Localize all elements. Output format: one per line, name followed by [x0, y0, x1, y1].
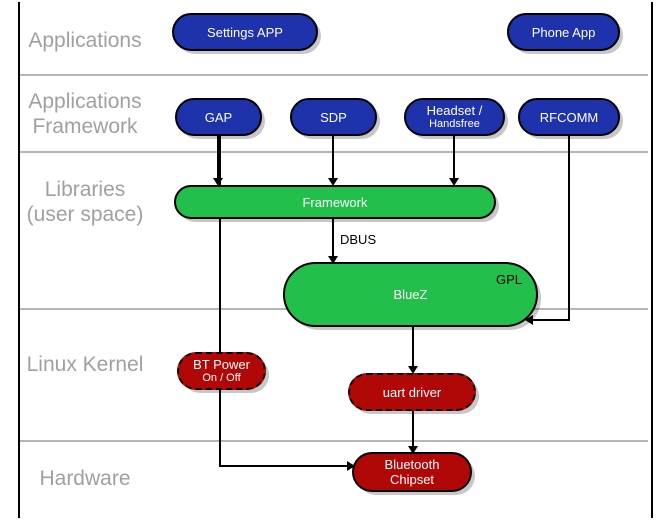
edge-gap-to-framework-line: [217, 136, 219, 183]
layer-label-linux-kernel: Linux Kernel: [26, 353, 144, 376]
node-bluetooth-chipset-label-line2: Chipset: [389, 472, 435, 487]
layer-label-libraries: Libraries (user space): [26, 178, 144, 226]
layer-label-hardware: Hardware: [39, 467, 131, 490]
node-framework-label: Framework: [302, 194, 368, 210]
node-rfcomm[interactable]: RFCOMM: [518, 98, 620, 136]
edge-gap-to-chipset-arrow: [347, 461, 355, 471]
edge-gap-to-chipset-vline: [219, 136, 221, 467]
edge-uart-to-chipset-arrow: [408, 446, 418, 454]
node-bt-power-label-line2: On / Off: [202, 372, 241, 384]
edge-gap-to-chipset-hline: [219, 465, 351, 467]
node-headset-label-line2: Handsfree: [429, 118, 480, 130]
node-bluez-label: BlueZ: [393, 287, 428, 302]
node-gap-label: GAP: [204, 109, 233, 125]
node-bluez[interactable]: GPL BlueZ: [283, 262, 538, 327]
edge-rfcomm-to-bluez-vline: [568, 136, 570, 321]
edge-bluez-to-uart-line: [412, 327, 414, 372]
node-bt-power-label-line1: BT Power: [193, 357, 250, 372]
edge-framework-to-bluez-arrow: [328, 256, 338, 264]
edge-rfcomm-to-bluez-arrow: [525, 315, 533, 325]
node-bluetooth-chipset[interactable]: Bluetooth Chipset: [352, 452, 472, 492]
node-uart-driver-label: uart driver: [382, 384, 442, 400]
node-headset-label-line1: Headset /: [426, 103, 483, 118]
node-rfcomm-label: RFCOMM: [539, 109, 599, 125]
diagram-frame: [18, 2, 653, 518]
edge-headset-to-framework-arrow: [449, 178, 459, 186]
edge-label-dbus: DBUS: [340, 232, 377, 247]
node-phone-app-label: Phone App: [531, 24, 596, 40]
divider-applications: [20, 74, 648, 76]
node-settings-app-label: Settings APP: [207, 24, 283, 40]
edge-bluez-to-uart-arrow: [408, 366, 418, 374]
layer-label-applications-framework: Applications Framework: [28, 90, 142, 138]
node-framework[interactable]: Framework: [174, 185, 496, 219]
node-bluez-gpl-tag: GPL: [495, 272, 522, 287]
node-headset-handsfree[interactable]: Headset / Handsfree: [404, 98, 505, 136]
node-sdp-label: SDP: [320, 109, 347, 125]
edge-gap-to-framework-arrow: [213, 178, 223, 186]
edge-sdp-to-framework-arrow: [328, 178, 338, 186]
edge-rfcomm-to-bluez-hline: [533, 319, 570, 321]
node-bluetooth-chipset-label-line1: Bluetooth: [384, 457, 440, 472]
edge-framework-to-bluez-line: [332, 218, 334, 263]
layer-label-applications: Applications: [28, 29, 142, 52]
node-settings-app[interactable]: Settings APP: [172, 13, 318, 51]
node-bt-power[interactable]: BT Power On / Off: [177, 352, 266, 390]
node-sdp[interactable]: SDP: [290, 98, 377, 136]
edge-uart-to-chipset-line: [412, 410, 414, 452]
node-uart-driver[interactable]: uart driver: [348, 373, 476, 411]
edge-headset-to-framework-line: [453, 136, 455, 183]
node-gap[interactable]: GAP: [175, 98, 262, 136]
edge-sdp-to-framework-line: [332, 136, 334, 183]
node-phone-app[interactable]: Phone App: [507, 13, 620, 51]
divider-kernel: [20, 440, 648, 442]
divider-framework: [20, 151, 648, 153]
